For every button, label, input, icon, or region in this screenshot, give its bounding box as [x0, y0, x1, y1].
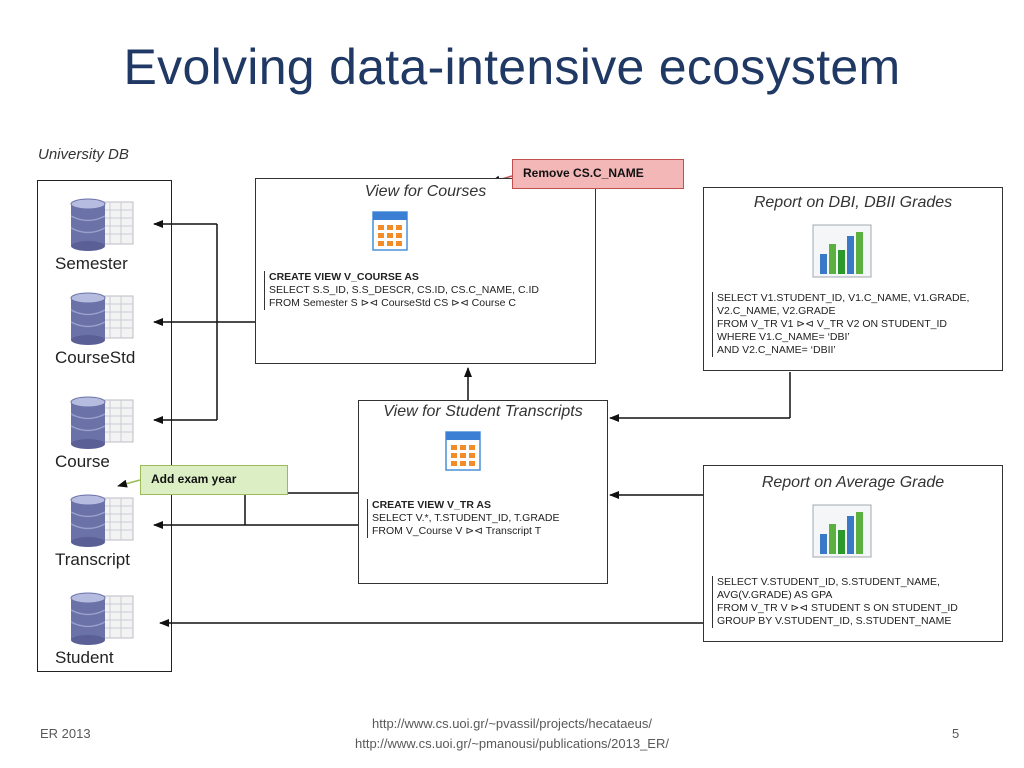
table-label: Student [55, 648, 114, 667]
report-dbi-box: Report on DBI, DBII Grades SELECT V1.STU… [703, 187, 1003, 371]
sql-line: V2.C_NAME, V2.GRADE [717, 305, 836, 317]
sql-line: SELECT S.S_ID, S.S_DESCR, CS.ID, CS.C_NA… [269, 284, 539, 296]
db-label: University DB [38, 146, 129, 163]
sql-line: GROUP BY V.STUDENT_ID, S.STUDENT_NAME [717, 615, 952, 627]
view-transcripts-title: View for Student Transcripts [383, 403, 583, 420]
sql-line: FROM Semester S ⊳⊲ CourseStd CS ⊳⊲ Cours… [269, 297, 517, 309]
report-dbi-title: Report on DBI, DBII Grades [753, 194, 953, 211]
sql-line: FROM V_TR V ⊳⊲ STUDENT S ON STUDENT_ID [717, 602, 958, 614]
database-icon [70, 396, 134, 449]
database-icon [70, 292, 134, 345]
database-icon [70, 494, 134, 547]
sql-report-avg: SELECT V.STUDENT_ID, S.STUDENT_NAME, AVG… [712, 576, 1002, 628]
sql-line: FROM V_TR V1 ⊳⊲ V_TR V2 ON STUDENT_ID [717, 318, 947, 330]
add-exam-year-callout: Add exam year [140, 465, 288, 495]
sql-report-dbi: SELECT V1.STUDENT_ID, V1.C_NAME, V1.GRAD… [712, 292, 1002, 357]
university-db-box [37, 180, 172, 672]
view-courses-title: View for Courses [364, 183, 487, 200]
footer-urls: http://www.cs.uoi.gr/~pvassil/projects/h… [250, 714, 774, 754]
sql-v-course: CREATE VIEW V_COURSE AS SELECT S.S_ID, S… [264, 271, 589, 310]
footer-url-1: http://www.cs.uoi.gr/~pvassil/projects/h… [372, 716, 652, 731]
table-label: Course [55, 452, 110, 471]
remove-callout: Remove CS.C_NAME [512, 159, 684, 189]
bar-chart-icon [812, 504, 872, 558]
sql-v-tr: CREATE VIEW V_TR AS SELECT V.*, T.STUDEN… [367, 499, 602, 538]
database-icon [70, 592, 134, 645]
page-number: 5 [952, 726, 960, 741]
view-courses-box: View for Courses CREATE VIEW V_COURSE AS… [255, 178, 596, 364]
table-label: CourseStd [55, 348, 136, 367]
sql-line: FROM V_Course V ⊳⊲ Transcript T [372, 525, 542, 537]
calendar-icon [445, 431, 481, 471]
view-transcripts-box: View for Student Transcripts CREATE VIEW… [358, 400, 608, 584]
footer-url-2: http://www.cs.uoi.gr/~pmanousi/publicati… [355, 736, 669, 751]
calendar-icon [372, 211, 408, 251]
sql-line: SELECT V.*, T.STUDENT_ID, T.GRADE [372, 512, 560, 524]
report-avg-box: Report on Average Grade SELECT V.STUDENT… [703, 465, 1003, 642]
slide-title: Evolving data-intensive ecosystem [123, 39, 901, 95]
sql-line: SELECT V1.STUDENT_ID, V1.C_NAME, V1.GRAD… [717, 292, 970, 304]
footer-left: ER 2013 [40, 726, 91, 741]
sql-line: WHERE V1.C_NAME= ‘DBI’ [717, 331, 850, 343]
sql-line: AVG(V.GRADE) AS GPA [717, 589, 833, 601]
table-label: Transcript [55, 550, 130, 569]
sql-line: CREATE VIEW V_TR AS [372, 499, 492, 511]
table-label: Semester [55, 254, 128, 273]
sql-line: CREATE VIEW V_COURSE AS [269, 271, 419, 283]
sql-line: SELECT V.STUDENT_ID, S.STUDENT_NAME, [717, 576, 940, 588]
bar-chart-icon [812, 224, 872, 278]
database-icon [70, 198, 134, 251]
sql-line: AND V2.C_NAME= ‘DBII’ [717, 344, 836, 356]
report-avg-title: Report on Average Grade [761, 474, 945, 491]
